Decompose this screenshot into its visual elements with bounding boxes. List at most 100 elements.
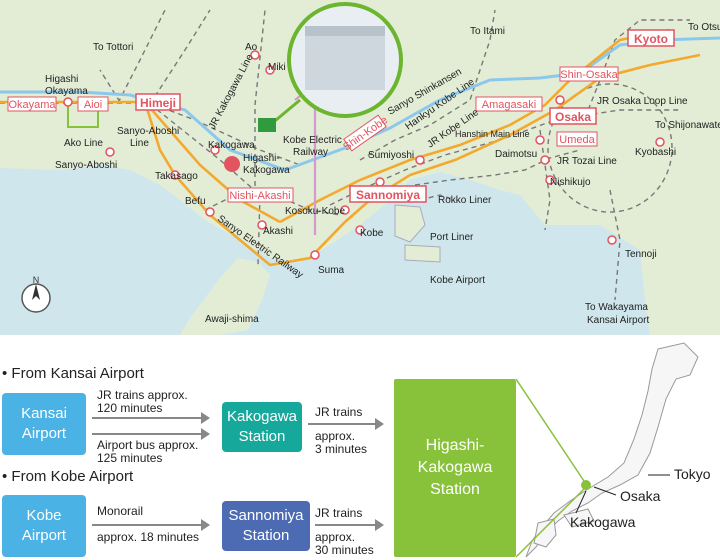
label-nishikujo: Nishikujo — [550, 177, 591, 188]
label-akashi: Akashi — [263, 226, 293, 237]
station-shin-osaka: Shin-Osaka — [560, 69, 618, 81]
destination-label-2: Kakogawa — [417, 459, 493, 476]
kakogawa-station-box: Kakogawa Station — [222, 402, 302, 452]
kobe-airport-island — [404, 244, 441, 263]
label-tennoji: Tennoji — [625, 249, 657, 260]
label-port-liner: Port Liner — [430, 232, 474, 243]
label-kobe-airport: Kobe Airport — [430, 275, 485, 286]
label-kakogawa: Kakogawa — [208, 140, 255, 151]
label-hanshin-main-line: Hanshin Main Line — [455, 129, 530, 139]
osaka-pointer — [593, 486, 617, 496]
port-island — [394, 204, 426, 243]
arrow-sannomiya-destination — [315, 519, 384, 531]
label-sanyo-aboshi-line-1: Sanyo-Aboshi — [117, 126, 179, 137]
kobe-airport-box: Kobe Airport — [2, 495, 86, 557]
japan-map: Tokyo Osaka Kakogawa — [516, 342, 711, 558]
label-jr-tozai-line: JR Tozai Line — [557, 156, 617, 167]
station-dots — [63, 50, 665, 260]
kansai-airport-box: Kansai Airport — [2, 393, 86, 455]
jr-trains-b-time: 30 minutes — [315, 543, 374, 557]
station-aioi: Aioi — [84, 99, 102, 111]
label-kyobashi: Kyobashi — [635, 147, 676, 158]
zoom-connector — [516, 378, 585, 558]
station-umeda: Umeda — [559, 134, 595, 146]
mainland — [0, 0, 720, 335]
label-sumiyoshi: Sumiyoshi — [368, 150, 414, 161]
jr-trains-b-label: JR trains — [315, 506, 363, 520]
kobe-airport-label-1: Kobe — [26, 507, 62, 524]
higashi-kakogawa-marker — [224, 156, 240, 172]
osaka-label: Osaka — [620, 488, 661, 504]
label-to-shijonawate: To Shijonawate — [655, 120, 720, 131]
monorail-time-label: approx. 18 minutes — [97, 530, 200, 544]
jr-osaka-loop-line — [547, 83, 673, 213]
label-kobe: Kobe — [360, 228, 384, 239]
label-miki: Miki — [268, 62, 286, 73]
label-higashi-kakogawa-1: Higashi- — [243, 153, 280, 164]
shikoku-outline — [563, 508, 595, 528]
label-higashi: Higashi — [45, 74, 78, 85]
sannomiya-station-box: Sannomiya Station — [222, 501, 310, 551]
label-sanyo-aboshi: Sanyo-Aboshi — [55, 160, 117, 171]
station-kyoto: Kyoto — [634, 32, 668, 46]
sannomiya-station-label-1: Sannomiya — [228, 507, 304, 524]
station-himeji: Himeji — [140, 96, 176, 110]
label-befu: Befu — [185, 196, 206, 207]
label-higashi-kakogawa-2: Kakogawa — [243, 165, 290, 176]
airport-bus-label-1: Airport bus approx. — [97, 438, 199, 452]
building-roof — [305, 26, 385, 36]
kakogawa-label: Kakogawa — [570, 514, 636, 530]
arrow-kansai-bus — [92, 428, 210, 440]
kansai-airport-label-2: Airport — [21, 425, 67, 442]
kobe-airport-label-2: Airport — [21, 527, 67, 544]
label-suma: Suma — [318, 265, 345, 276]
label-kobe-electric-railway-1: Kobe Electric — [283, 135, 342, 146]
airport-bus-label-2: 125 minutes — [97, 451, 163, 465]
label-awaji-shima: Awaji-shima — [205, 314, 259, 325]
destination-label-1: Higashi- — [425, 437, 485, 454]
label-to-itami: To Itami — [470, 26, 505, 37]
arrow-kansai-jr — [92, 412, 210, 424]
label-jr-osaka-loop-line: JR Osaka Loop Line — [597, 96, 688, 107]
destination-label-3: Station — [430, 481, 480, 498]
kansai-airport-label-1: Kansai — [21, 405, 67, 422]
label-ako-line: Ako Line — [64, 138, 103, 149]
label-to-otsu: To Otsu — [688, 22, 720, 33]
jr-trains-a-time: 3 minutes — [315, 442, 368, 456]
label-takasago: Takasago — [155, 171, 198, 182]
label-ao: Ao — [245, 42, 258, 53]
higashi-kakogawa-station-box: Higashi- Kakogawa Station — [394, 379, 516, 557]
jr-trains-label-1: JR trains approx. — [97, 388, 188, 402]
jr-trains-b-approx: approx. — [315, 530, 356, 544]
label-daimotsu: Daimotsu — [495, 149, 537, 160]
label-to-tottori: To Tottori — [93, 42, 133, 53]
label-kobe-electric-railway-2: Railway — [293, 147, 328, 158]
university-building — [305, 30, 385, 90]
label-to-wakayama: To Wakayama — [585, 302, 648, 313]
station-labels: Okayama Aioi Himeji Nishi-Akashi Shin-Ko… — [7, 29, 675, 203]
sannomiya-station-label-2: Station — [242, 527, 290, 544]
university-building-icon — [258, 118, 276, 132]
compass-icon: N — [21, 275, 51, 313]
from-kansai-title: • From Kansai Airport — [2, 365, 144, 382]
label-rokko-liner: Rokko Liner — [438, 195, 492, 206]
kakogawa-pointer — [575, 490, 587, 514]
arrow-kakogawa-destination — [308, 418, 384, 430]
from-kobe-title: • From Kobe Airport — [2, 468, 134, 485]
access-routes: • From Kansai Airport • From Kobe Airpor… — [0, 335, 720, 560]
jr-trains-label-2: 120 minutes — [97, 401, 163, 415]
label-kosoku-kobe: Kosoku-Kobe — [285, 206, 345, 217]
station-sannomiya: Sannomiya — [356, 188, 420, 202]
svg-text:N: N — [33, 275, 40, 285]
station-amagasaki: Amagasaki — [482, 99, 536, 111]
ako-line — [67, 105, 99, 128]
jr-kobe-line — [279, 28, 671, 224]
arrow-kobe-monorail — [92, 519, 210, 531]
jr-trains-a-approx: approx. — [315, 429, 356, 443]
monorail-label: Monorail — [97, 504, 144, 518]
kyushu-outline — [533, 518, 557, 548]
station-nishi-akashi: Nishi-Akashi — [229, 190, 290, 202]
jr-trains-a-label: JR trains — [315, 405, 363, 419]
kakogawa-station-label-1: Kakogawa — [226, 408, 298, 425]
kakogawa-station-label-2: Station — [238, 428, 286, 445]
